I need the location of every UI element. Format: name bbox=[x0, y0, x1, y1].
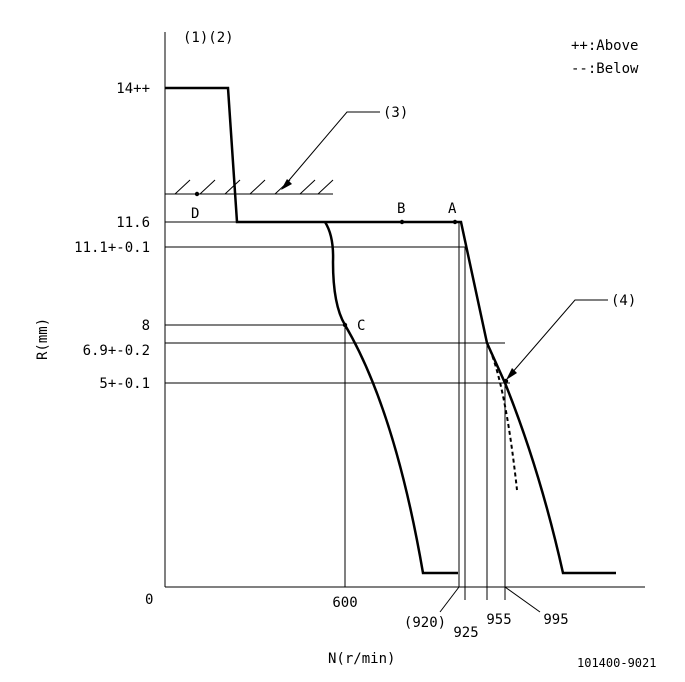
y-tick-11.6: 11.6 bbox=[116, 215, 150, 231]
x-tick-920-leader bbox=[439, 586, 460, 613]
stopper-hatching bbox=[174, 179, 334, 195]
x-tick-920: (920) bbox=[404, 615, 446, 631]
point-c-label: C bbox=[357, 318, 365, 334]
callout-4-arrowhead bbox=[506, 368, 517, 380]
callout-4-label: (4) bbox=[611, 293, 636, 309]
point-d-marker bbox=[194, 191, 200, 197]
point-c-marker bbox=[342, 322, 348, 328]
x-tick-995: 995 bbox=[543, 612, 568, 628]
callout-3-label: (3) bbox=[383, 105, 408, 121]
x-tick-600: 600 bbox=[332, 595, 357, 611]
y-tick-11.1: 11.1+-0.1 bbox=[74, 240, 150, 256]
top-note: (1)(2) bbox=[183, 30, 234, 46]
point-4-marker bbox=[503, 378, 509, 384]
y-tick-5: 5+-0.1 bbox=[99, 376, 150, 392]
y-tick-8: 8 bbox=[142, 318, 150, 334]
callout-3-arrowhead bbox=[281, 179, 292, 190]
point-b-marker bbox=[399, 219, 405, 225]
origin-label: 0 bbox=[145, 592, 153, 608]
legend-above: ++:Above bbox=[571, 38, 638, 54]
doc-number: 101400-9021 bbox=[577, 656, 656, 670]
callout-3-leader bbox=[284, 111, 380, 186]
dotted-curve bbox=[486, 342, 518, 491]
y-tick-6.9: 6.9+-0.2 bbox=[83, 343, 150, 359]
x-tick-955: 955 bbox=[486, 612, 511, 628]
point-d-label: D bbox=[191, 206, 199, 222]
x-tick-995-leader bbox=[504, 586, 541, 613]
x-tick-925: 925 bbox=[453, 625, 478, 641]
y-axis-label: R(mm) bbox=[35, 318, 51, 360]
point-a-label: A bbox=[448, 201, 457, 217]
point-a-marker bbox=[452, 219, 458, 225]
x-axis-label: N(r/min) bbox=[328, 651, 395, 667]
legend-below: --:Below bbox=[571, 61, 639, 77]
point-b-label: B bbox=[397, 201, 405, 217]
main-curve bbox=[165, 86, 616, 575]
y-tick-14: 14++ bbox=[116, 81, 150, 97]
callout-4-leader bbox=[510, 299, 608, 375]
